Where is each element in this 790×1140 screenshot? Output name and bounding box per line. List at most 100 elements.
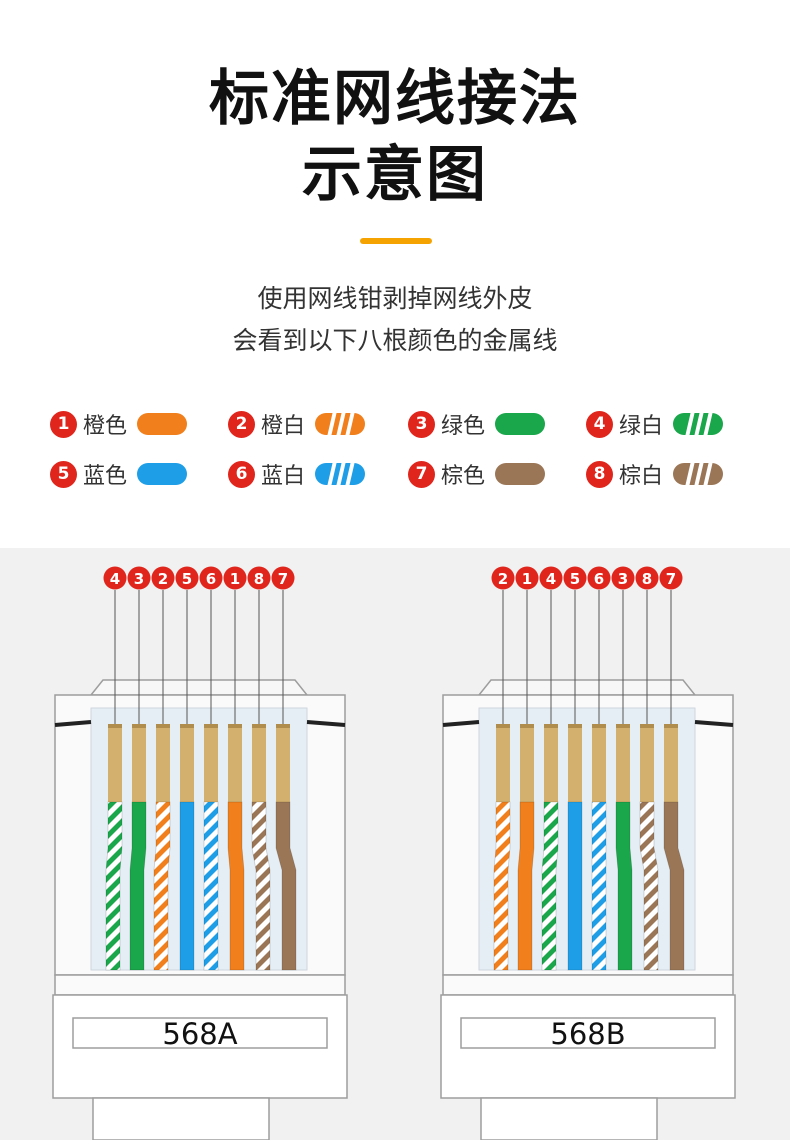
wire-number-badge: 1 xyxy=(515,566,539,590)
gold-pin xyxy=(496,724,510,802)
wire-number-badge: 2 xyxy=(491,566,515,590)
legend-number-badge: 7 xyxy=(408,460,435,488)
legend-label: 棕白 xyxy=(619,464,664,489)
gold-pin xyxy=(108,724,122,802)
gold-pin xyxy=(664,724,678,802)
wire-blue-white xyxy=(203,801,219,971)
legend-number-badge: 5 xyxy=(50,460,77,488)
wire-number-badge: 4 xyxy=(539,566,563,590)
wire-green xyxy=(615,801,633,971)
gold-pin xyxy=(180,724,194,802)
accent-bar xyxy=(360,238,432,244)
svg-text:2: 2 xyxy=(498,570,508,588)
svg-text:4: 4 xyxy=(110,570,120,588)
svg-text:3: 3 xyxy=(618,570,628,588)
legend-number-badge: 1 xyxy=(50,410,77,438)
svg-text:6: 6 xyxy=(594,570,604,588)
wire-number-badge: 6 xyxy=(199,566,223,590)
gold-pin xyxy=(616,724,630,802)
wire-blue xyxy=(567,801,583,971)
wire-number-badge: 5 xyxy=(175,566,199,590)
wire-number-badge: 8 xyxy=(247,566,271,590)
legend-label: 橙白 xyxy=(261,414,306,439)
svg-text:7: 7 xyxy=(666,570,676,588)
subtitle-line-1: 使用网线钳剥掉网线外皮 xyxy=(257,284,533,313)
wire-blue-white xyxy=(591,801,607,971)
subtitle-line-2: 会看到以下八根颜色的金属线 xyxy=(232,326,558,355)
legend-label: 棕色 xyxy=(441,464,486,489)
wire-number-badge: 8 xyxy=(635,566,659,590)
solid-brown-pill-icon xyxy=(495,463,545,485)
solid-blue-pill-icon xyxy=(137,463,187,485)
gold-pin xyxy=(132,724,146,802)
legend-label: 绿白 xyxy=(619,414,664,439)
wire-blue xyxy=(179,801,195,971)
legend-number-badge: 8 xyxy=(586,460,613,488)
svg-text:5: 5 xyxy=(570,570,580,588)
wire-number-badge: 7 xyxy=(659,566,683,590)
wire-green-white xyxy=(105,801,123,971)
gold-pin xyxy=(568,724,582,802)
wire-orange-white xyxy=(153,801,171,971)
svg-text:7: 7 xyxy=(278,570,288,588)
gold-pin xyxy=(228,724,242,802)
wire-green xyxy=(129,801,147,971)
gold-pin xyxy=(204,724,218,802)
wire-brown xyxy=(275,801,297,971)
svg-text:3: 3 xyxy=(134,570,144,588)
svg-text:1: 1 xyxy=(522,570,532,588)
plug-label: 568A xyxy=(162,1017,237,1051)
svg-text:5: 5 xyxy=(182,570,192,588)
legend-number-badge: 2 xyxy=(228,410,255,438)
striped-orange-pill-icon xyxy=(315,413,365,435)
gold-pin xyxy=(520,724,534,802)
wire-orange xyxy=(227,801,245,971)
svg-text:1: 1 xyxy=(230,570,240,588)
legend-label: 蓝色 xyxy=(83,464,128,489)
wire-number-badge: 3 xyxy=(611,566,635,590)
legend-label: 蓝白 xyxy=(261,464,306,489)
striped-blue-pill-icon xyxy=(315,463,365,485)
gold-pin xyxy=(276,724,290,802)
svg-text:2: 2 xyxy=(158,570,168,588)
wire-brown-white xyxy=(639,801,659,971)
svg-text:8: 8 xyxy=(254,570,264,588)
wire-number-badge: 7 xyxy=(271,566,295,590)
solid-orange-pill-icon xyxy=(137,413,187,435)
gold-pin xyxy=(252,724,266,802)
legend-number-badge: 3 xyxy=(408,410,435,438)
wire-orange xyxy=(517,801,535,971)
wire-number-badge: 1 xyxy=(223,566,247,590)
page-title: 标准网线接法 xyxy=(209,64,581,134)
legend-number-badge: 6 xyxy=(228,460,255,488)
legend-label: 绿色 xyxy=(441,414,486,439)
gold-pin xyxy=(592,724,606,802)
wire-green-white xyxy=(541,801,559,971)
wire-number-badge: 2 xyxy=(151,566,175,590)
gold-pin xyxy=(640,724,654,802)
legend-number-badge: 4 xyxy=(586,410,613,438)
page-title-line-2: 示意图 xyxy=(302,140,488,210)
gold-pin xyxy=(156,724,170,802)
svg-text:6: 6 xyxy=(206,570,216,588)
wire-orange-white xyxy=(493,801,511,971)
gold-pin xyxy=(544,724,558,802)
wire-number-badge: 3 xyxy=(127,566,151,590)
wire-brown xyxy=(663,801,685,971)
legend-label: 橙色 xyxy=(83,414,128,439)
svg-text:4: 4 xyxy=(546,570,556,588)
svg-text:8: 8 xyxy=(642,570,652,588)
striped-brown-pill-icon xyxy=(673,463,723,485)
wire-number-badge: 5 xyxy=(563,566,587,590)
